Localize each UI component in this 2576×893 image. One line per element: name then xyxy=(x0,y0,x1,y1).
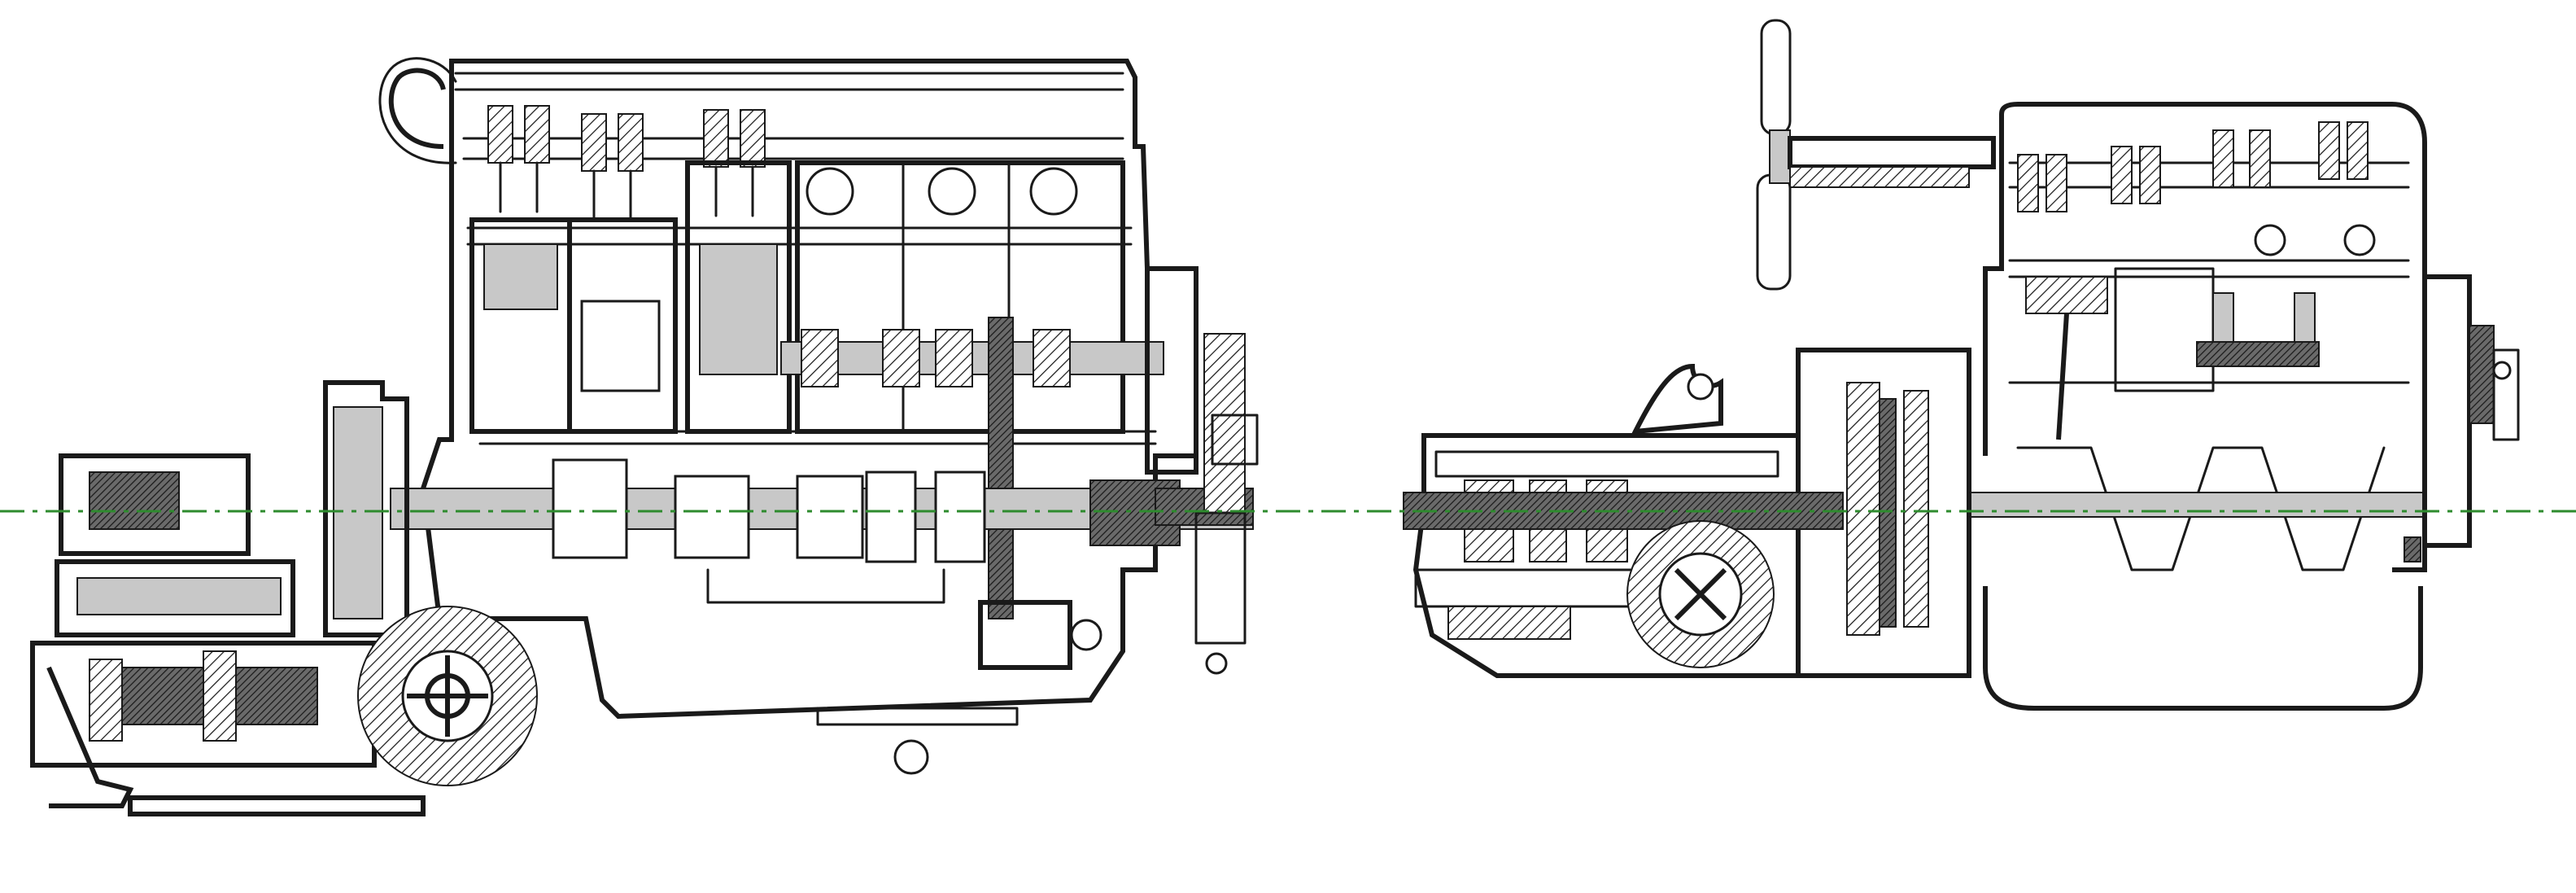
right-cylinders xyxy=(2025,267,2320,440)
left-camshaft xyxy=(780,317,1164,619)
right-engine-gearbox-cutaway xyxy=(1403,19,2520,711)
right-valve-springs xyxy=(2017,121,2369,212)
left-exhaust-elbow xyxy=(378,57,457,164)
left-oil-pump xyxy=(706,568,1102,775)
right-mount-bracket xyxy=(1631,363,1723,435)
left-flywheel xyxy=(323,380,409,637)
right-bevel-gear xyxy=(1626,520,1775,668)
left-bevel-gear xyxy=(357,606,538,786)
right-gearbox xyxy=(1403,433,1844,678)
left-timing-cover xyxy=(1145,266,1259,675)
right-timing-cover xyxy=(2404,274,2520,563)
right-clutch xyxy=(1796,348,1971,678)
left-gearbox xyxy=(30,453,426,816)
left-engine-gearbox-cutaway xyxy=(30,57,1259,816)
left-cylinders xyxy=(469,160,1125,434)
left-valve-springs xyxy=(487,105,766,221)
right-cooling-fan xyxy=(1756,19,1996,291)
right-crankshaft xyxy=(1968,446,2425,711)
right-engine-block xyxy=(1983,102,2427,572)
